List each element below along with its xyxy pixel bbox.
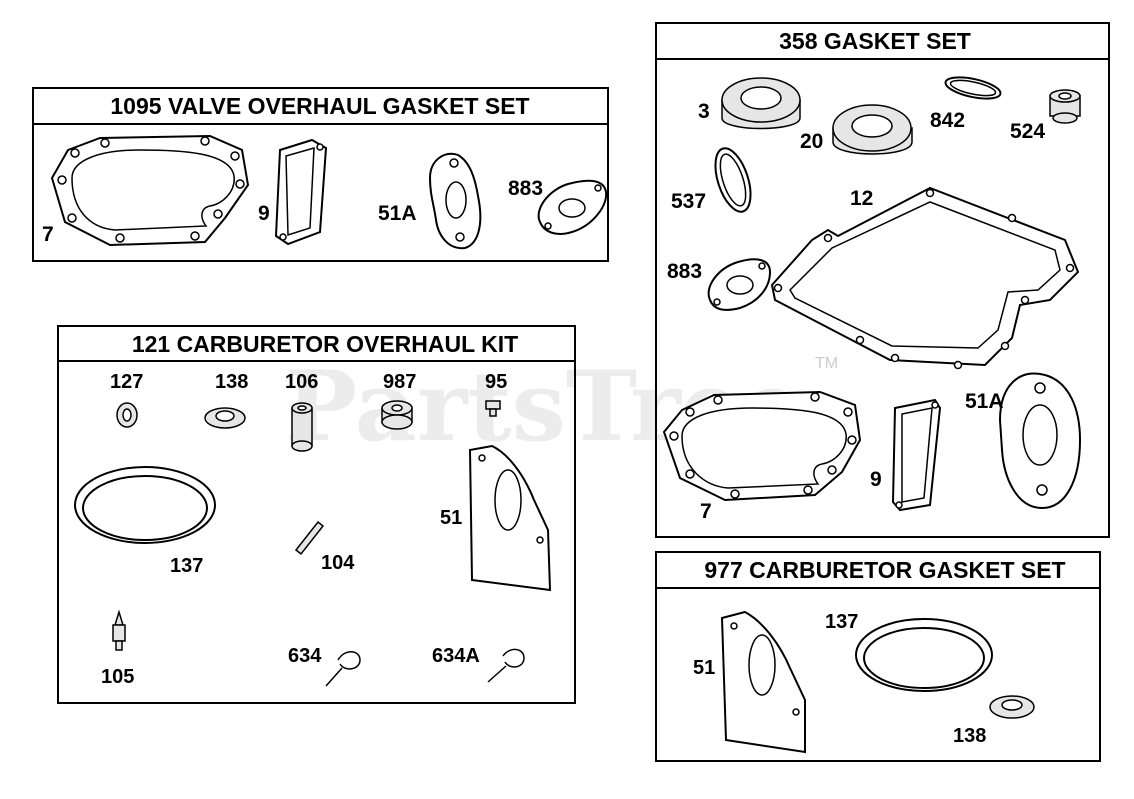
part-label-842: 842: [930, 109, 965, 132]
part-label-106: 106: [285, 371, 318, 393]
oil-seal-3-part: [721, 77, 801, 130]
part-label-883: 883: [508, 177, 543, 200]
part-label-51: 51: [440, 507, 462, 529]
crankcase-gasket-12-part: [770, 186, 1080, 370]
clip-634-part: [325, 651, 361, 687]
panel-gasket-set: 358 GASKET SET 3 20 842 524: [655, 22, 1110, 538]
seal-138-part: [204, 407, 246, 429]
part-label-105: 105: [101, 666, 134, 688]
part-label-51a: 51A: [378, 202, 417, 225]
spacer-987-part: [381, 400, 413, 430]
panel-carb-gasket-title: 977 CARBURETOR GASKET SET: [704, 557, 1065, 583]
part-label-137b: 137: [825, 611, 858, 633]
part-label-51b: 51: [693, 657, 715, 679]
clip-634a-part: [487, 648, 525, 683]
intake-gasket-51a-part: [998, 372, 1082, 510]
washer-127-part: [116, 402, 138, 428]
seal-138b-part: [989, 695, 1035, 719]
part-label-20: 20: [800, 130, 823, 153]
ring-137b-part: [855, 618, 993, 692]
part-label-7: 7: [42, 223, 54, 246]
panel-carburetor-overhaul: 121 CARBURETOR OVERHAUL KIT 127 138 106: [57, 325, 576, 704]
part-label-138: 138: [215, 371, 248, 393]
plate-gasket-51-part: [468, 444, 552, 592]
part-label-137: 137: [170, 555, 203, 577]
part-label-138b: 138: [953, 725, 986, 747]
part-label-127: 127: [110, 371, 143, 393]
carb-gasket-883-part: [707, 258, 772, 311]
panel-valve-overhaul: 1095 VALVE OVERHAUL GASKET SET 7 9 51A: [32, 87, 609, 262]
part-label-9b: 9: [870, 468, 882, 491]
panel-carburetor-gasket: 977 CARBURETOR GASKET SET 137 51 138: [655, 551, 1101, 762]
watermark-tm: TM: [815, 355, 838, 372]
part-label-987: 987: [383, 371, 416, 393]
panel-gasket-frame: [655, 22, 1110, 538]
intake-gasket-part: [428, 152, 482, 250]
screw-95-part: [485, 400, 501, 417]
part-label-3: 3: [698, 100, 710, 123]
valve-cover-gasket-part: [274, 138, 328, 246]
panel-valve-title: 1095 VALVE OVERHAUL GASKET SET: [110, 93, 529, 119]
part-label-634a: 634A: [432, 645, 480, 667]
part-label-537: 537: [671, 190, 706, 213]
plate-gasket-51b-part: [720, 610, 806, 754]
part-label-51a-b: 51A: [965, 390, 1004, 413]
grommet-524-part: [1049, 89, 1081, 124]
bushing-106-part: [291, 402, 313, 452]
needle-105-part: [112, 609, 126, 651]
carb-gasket-part: [537, 179, 608, 235]
part-label-7b: 7: [700, 500, 712, 523]
cylinder-head-gasket-part: [50, 134, 250, 247]
panel-carb-overhaul-title: 121 CARBURETOR OVERHAUL KIT: [132, 331, 518, 357]
o-ring-842-part: [944, 76, 1002, 100]
oil-seal-20-part: [832, 104, 913, 155]
ring-137-part: [74, 466, 216, 544]
panel-carb-gasket-frame: [655, 551, 1101, 762]
part-label-9: 9: [258, 202, 270, 225]
head-gasket-7-part: [662, 390, 862, 502]
valve-cover-gasket-9-part: [891, 398, 942, 512]
part-label-524: 524: [1010, 120, 1045, 143]
part-label-12: 12: [850, 187, 873, 210]
part-label-883b: 883: [667, 260, 702, 283]
pin-104-part: [294, 520, 325, 556]
part-label-95: 95: [485, 371, 507, 393]
panel-carb-overhaul-frame: [57, 325, 576, 704]
part-label-634: 634: [288, 645, 322, 667]
seal-537-part: [714, 147, 752, 213]
panel-valve-frame: [32, 87, 609, 262]
part-label-104: 104: [321, 552, 355, 574]
panel-gasket-title: 358 GASKET SET: [779, 28, 971, 54]
